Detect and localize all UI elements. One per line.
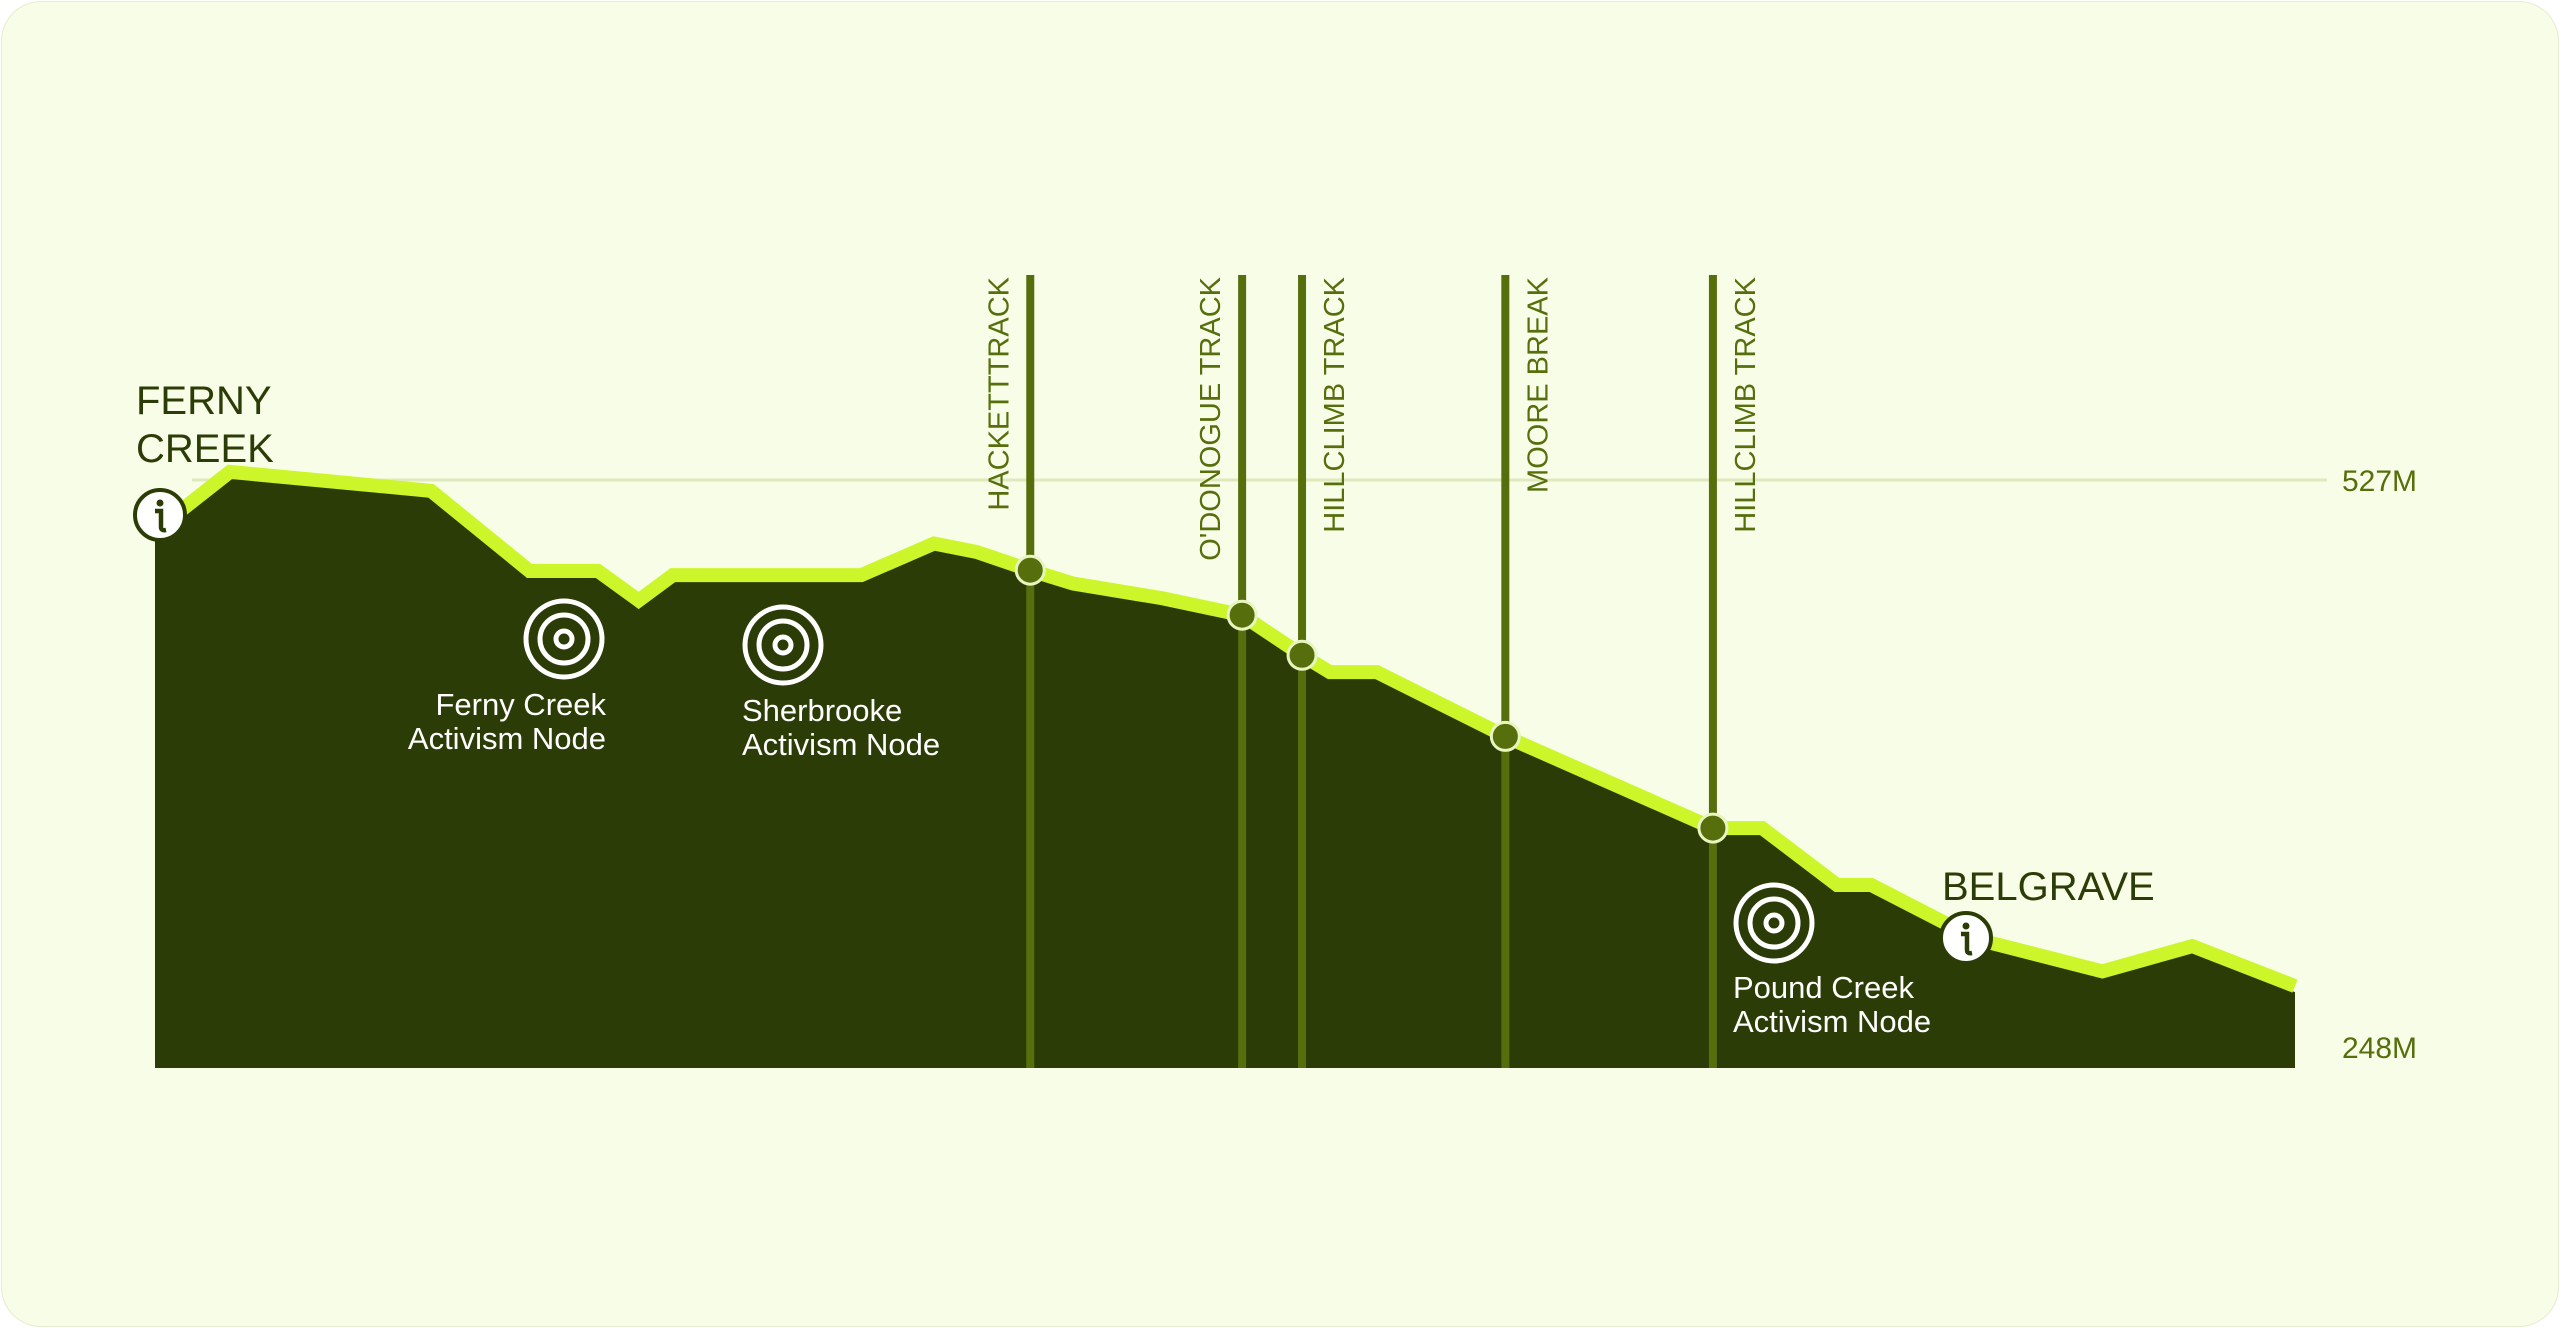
target-icon — [742, 604, 824, 686]
target-ring-inner — [553, 628, 575, 650]
track-junction-dot — [1226, 599, 1258, 631]
terrain-area — [155, 477, 2295, 1069]
track-label: HACKETTTRACK — [983, 276, 1015, 510]
info-icon-dot — [156, 499, 164, 507]
track-label: MOORE BREAK — [1522, 276, 1554, 493]
y-axis-label: 248M — [2342, 1032, 2417, 1065]
target-icon — [523, 598, 605, 680]
target-ring-inner — [772, 634, 794, 656]
activism-node-label: Activism Node — [1733, 1004, 1931, 1039]
info-icon — [1939, 911, 1993, 965]
info-icon-dot — [1962, 922, 1970, 930]
track-junction-dot — [1014, 554, 1046, 586]
track-label: HILLCLIMB TRACK — [1730, 276, 1762, 532]
activism-node-label: Activism Node — [742, 727, 940, 762]
target-icon — [1733, 882, 1815, 964]
activism-node-label: Sherbrooke — [742, 693, 902, 728]
place-name: BELGRAVE — [1942, 865, 2155, 909]
info-icon — [133, 488, 187, 542]
track-label: HILLCLIMB TRACK — [1319, 276, 1351, 532]
info-icon-stem — [155, 508, 167, 533]
track-junction-dot — [1286, 639, 1318, 671]
target-ring-outer — [523, 598, 605, 680]
target-ring-middle — [756, 618, 810, 672]
y-axis-label: 527M — [2342, 465, 2417, 498]
target-ring-outer — [742, 604, 824, 686]
place-name: FERNY — [136, 379, 272, 423]
track-label: O'DONOGUE TRACK — [1195, 276, 1227, 560]
target-ring-middle — [1747, 896, 1801, 950]
place-name: CREEK — [136, 427, 274, 471]
target-ring-inner — [1763, 912, 1785, 934]
activism-node-label: Pound Creek — [1733, 970, 1914, 1005]
info-icon-stem — [1961, 931, 1973, 956]
track-junction-dot — [1697, 812, 1729, 844]
target-ring-outer — [1733, 882, 1815, 964]
track-junction-dot — [1489, 720, 1521, 752]
target-ring-middle — [537, 612, 591, 666]
activism-node-label: Ferny Creek — [435, 687, 606, 722]
activism-node-label: Activism Node — [408, 721, 606, 756]
